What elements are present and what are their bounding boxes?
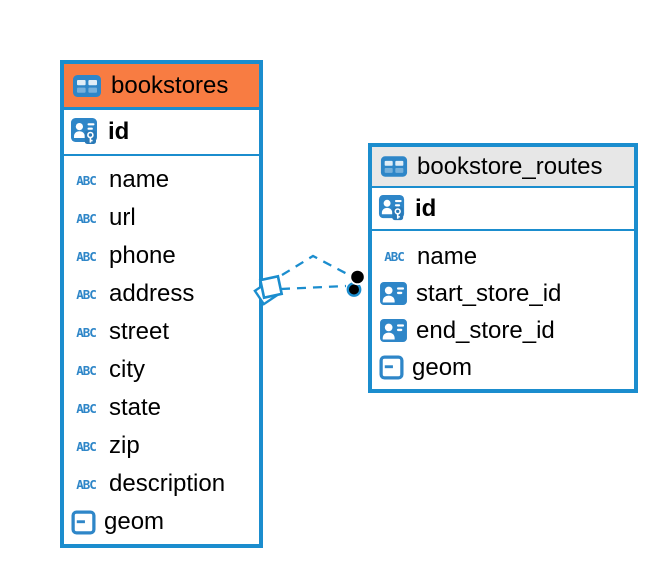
field-row[interactable]: ABC zip (64, 427, 259, 465)
field-label: state (109, 394, 162, 421)
entity-title: bookstores (111, 71, 229, 99)
field-row[interactable]: geom (372, 349, 634, 386)
varchar-type-icon: ABC (76, 476, 97, 492)
field-row[interactable]: ABC description (64, 465, 259, 503)
primary-key-icon (378, 194, 407, 223)
varchar-type-icon: ABC (76, 362, 97, 378)
field-list: ABC name ABC url ABC phone ABC address A… (64, 156, 259, 541)
relationship-line[interactable] (280, 284, 347, 291)
primary-key-icon (70, 117, 100, 147)
field-label: url (109, 204, 136, 231)
field-row[interactable]: ABC state (64, 389, 259, 427)
field-label: name (417, 242, 478, 270)
field-row[interactable]: end_store_id (372, 312, 634, 349)
field-label: name (109, 166, 170, 193)
varchar-type-icon: ABC (76, 438, 97, 454)
varchar-type-icon: ABC (76, 172, 97, 188)
field-label: geom (104, 508, 165, 535)
field-label: zip (109, 432, 140, 459)
varchar-type-icon: ABC (76, 286, 97, 302)
relationship-line[interactable] (281, 254, 352, 278)
field-row[interactable]: ABC name (64, 161, 259, 199)
field-row[interactable]: ABC name (372, 238, 634, 275)
field-label: street (109, 318, 170, 345)
field-label: address (109, 280, 195, 307)
field-row-primary-key[interactable]: id (64, 110, 259, 156)
entity-bookstore-routes[interactable]: bookstore_routes id ABC name start_store… (368, 143, 638, 393)
field-row[interactable]: ABC city (64, 351, 259, 389)
field-row[interactable]: ABC street (64, 313, 259, 351)
field-label: description (109, 470, 226, 497)
varchar-type-icon: ABC (384, 249, 405, 264)
varchar-type-icon: ABC (76, 324, 97, 340)
field-row[interactable]: start_store_id (372, 275, 634, 312)
entity-title: bookstore_routes (417, 152, 603, 180)
field-row[interactable]: geom (64, 503, 259, 541)
foreign-key-icon (379, 318, 408, 343)
field-label: city (109, 356, 145, 383)
varchar-type-icon: ABC (76, 400, 97, 416)
field-label: phone (109, 242, 176, 269)
field-list: ABC name start_store_id end_store_id ge (372, 231, 634, 386)
field-label: start_store_id (416, 279, 562, 307)
field-label: end_store_id (416, 316, 555, 344)
field-row[interactable]: ABC phone (64, 237, 259, 275)
varchar-type-icon: ABC (76, 248, 97, 264)
field-label: id (108, 118, 130, 145)
foreign-key-icon (379, 281, 408, 306)
one-end-symbol (346, 268, 366, 297)
field-row-primary-key[interactable]: id (372, 188, 634, 231)
entity-bookstores[interactable]: bookstores id ABC name ABC url ABC phone… (60, 60, 263, 548)
geometry-type-icon (379, 355, 404, 380)
entity-bookstores-header[interactable]: bookstores (64, 64, 259, 110)
table-icon (380, 154, 408, 179)
field-label: geom (412, 353, 473, 381)
field-row[interactable]: ABC address (64, 275, 259, 313)
entity-bookstore-routes-header[interactable]: bookstore_routes (372, 147, 634, 188)
field-label: id (415, 194, 437, 222)
table-icon (72, 73, 102, 99)
varchar-type-icon: ABC (76, 210, 97, 226)
field-row[interactable]: ABC url (64, 199, 259, 237)
geometry-type-icon (71, 510, 96, 535)
